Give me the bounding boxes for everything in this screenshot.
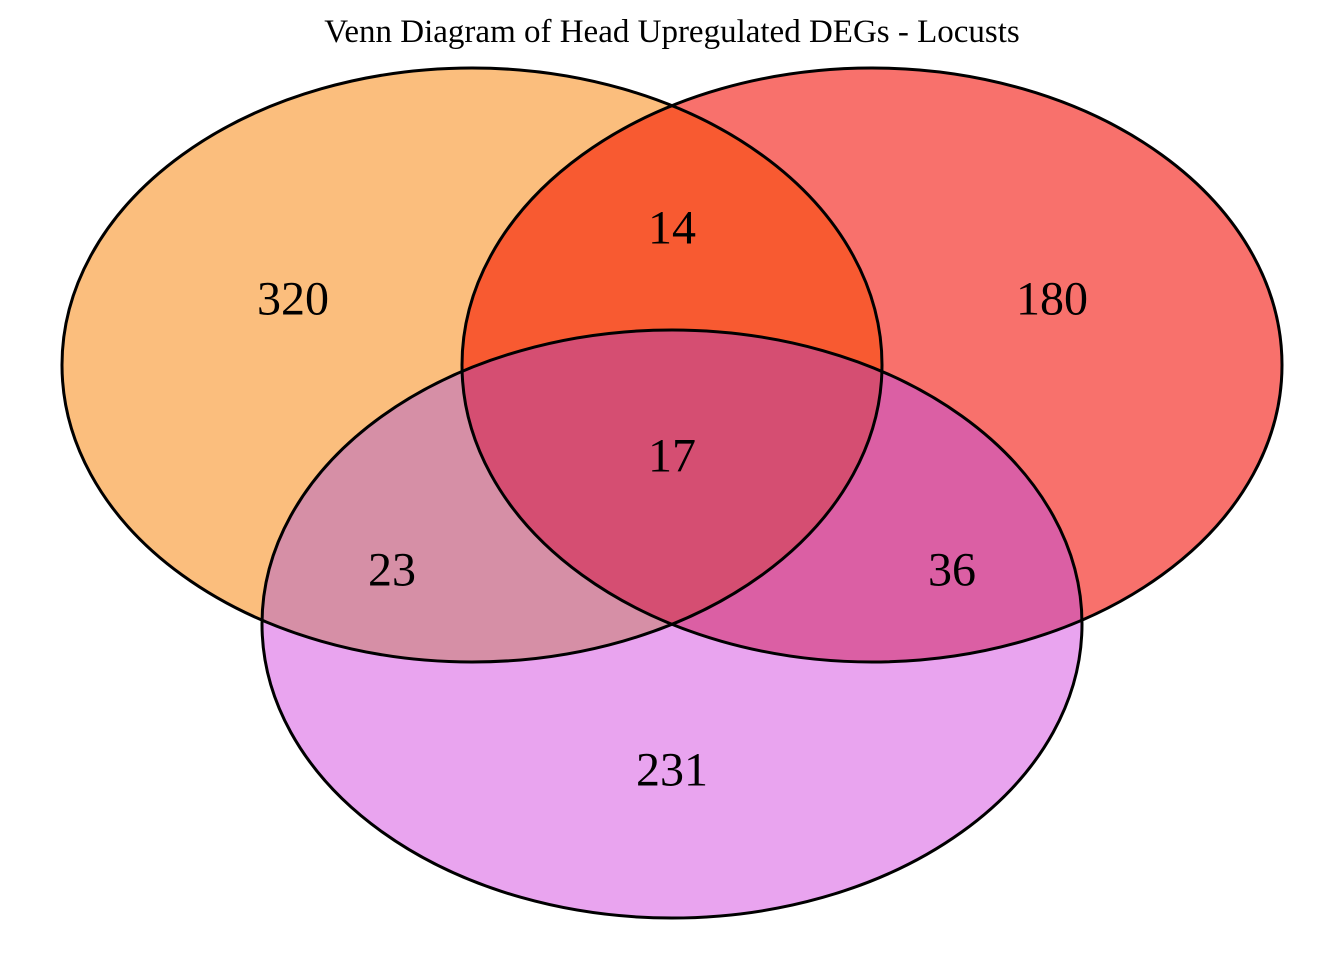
chart-title: Venn Diagram of Head Upregulated DEGs - … [324, 14, 1020, 50]
count-right-only: 180 [1016, 273, 1088, 326]
count-bottom-only: 231 [636, 744, 708, 797]
count-left-right-overlap: 14 [648, 202, 696, 255]
set-bottom-outline [260, 328, 1084, 920]
count-left-only: 320 [257, 273, 329, 326]
set-right-outline [460, 66, 1284, 664]
count-center-overlap: 17 [648, 430, 696, 483]
count-right-bottom-overlap: 36 [928, 544, 976, 597]
count-left-bottom-overlap: 23 [368, 544, 416, 597]
set-left-outline [60, 66, 884, 664]
